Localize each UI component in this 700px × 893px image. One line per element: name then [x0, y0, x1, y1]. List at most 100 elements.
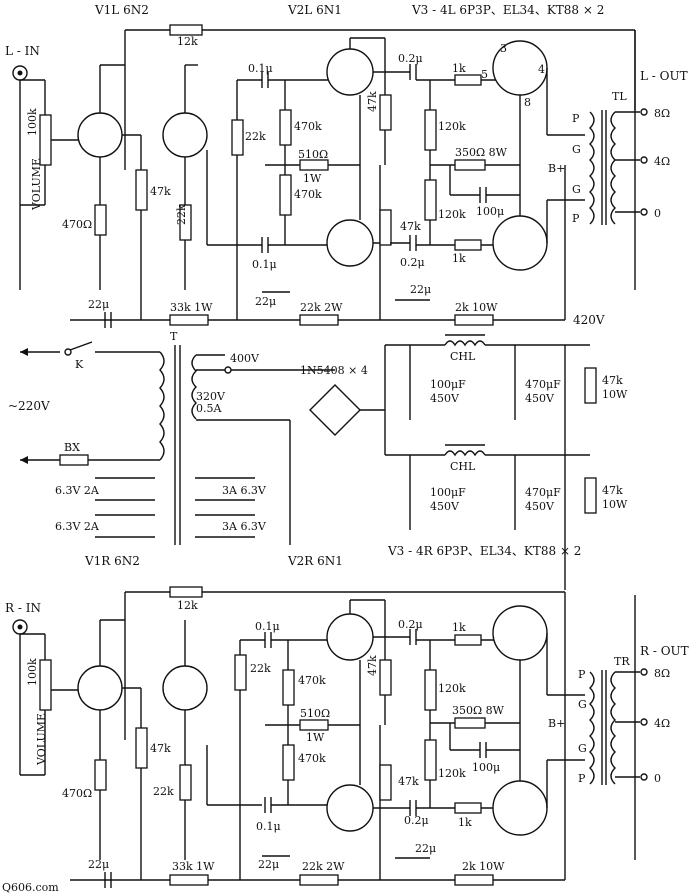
left-pin8: 8 [524, 96, 531, 109]
right-tap8: 8Ω [654, 667, 670, 680]
cap-100-a: 100μF [430, 378, 466, 391]
right-r470k-b: 470k [298, 752, 326, 765]
right-pin-p1: P [578, 668, 586, 681]
left-r22k-b: 22k [245, 130, 266, 143]
right-v2a-tube [326, 613, 374, 661]
left-bplus: B+ [548, 162, 565, 175]
left-r470k-a: 470k [294, 120, 322, 133]
right-c22-c: 22μ [415, 842, 436, 855]
left-r510-w: 1W [303, 172, 322, 185]
cap-470-a: 470μF [525, 378, 561, 391]
right-channel: V1R 6N2 V2R 6N1 V3 - 4R 6P3P、EL34、KT88 ×… [5, 544, 689, 888]
right-pin-g2: G [578, 742, 587, 755]
left-ot-secondary [610, 111, 616, 225]
right-ot-primary [589, 671, 595, 785]
right-tap0: 0 [654, 772, 661, 785]
right-tap4: 4Ω [654, 717, 670, 730]
right-r47k-2: 47k [366, 655, 379, 676]
right-v1-tube [77, 665, 123, 711]
right-r1k-a: 1k [452, 621, 466, 634]
left-pin-g2: G [572, 183, 581, 196]
tap-320v: 320V [196, 390, 226, 403]
left-r510-label: 510Ω [298, 148, 328, 161]
left-r350-label: 350Ω 8W [455, 146, 508, 159]
left-r12k: 12k [177, 35, 198, 48]
fuse-label: BX [64, 441, 80, 454]
right-volume-label: VOLUME [35, 713, 48, 766]
heater-3: 3A 6.3V [222, 484, 267, 497]
right-c22-a: 22μ [88, 858, 109, 871]
tap-05a: 0.5A [196, 402, 222, 415]
left-r120k-a: 120k [438, 120, 466, 133]
left-r1k-a: 1k [452, 62, 466, 75]
right-bplus: B+ [548, 717, 565, 730]
watermark: Q606.com [2, 881, 59, 893]
right-c100u: 100μ [472, 761, 500, 774]
left-r47k-2: 47k [366, 91, 379, 112]
left-tap8: 8Ω [654, 107, 670, 120]
cap-100-b: 100μF [430, 486, 466, 499]
mains-primary [159, 351, 165, 461]
right-r510: 510Ω [300, 707, 330, 720]
left-v1-load [135, 169, 148, 211]
right-c22-b: 22μ [258, 858, 279, 871]
cap-470-b-v: 450V [525, 500, 555, 513]
right-v2-label: V2R 6N1 [287, 554, 343, 568]
left-output-label: L - OUT [640, 69, 688, 83]
right-v2b-tube [326, 784, 374, 832]
right-r47k-1: 47k [150, 742, 171, 755]
left-v2-label: V2L 6N1 [287, 3, 342, 17]
bridge-rectifier [309, 384, 361, 436]
left-pin-p2: P [572, 212, 580, 225]
bleeder-b: 47k [602, 484, 623, 497]
left-pin3: 3 [500, 42, 507, 55]
left-pin-g1: G [572, 143, 581, 156]
left-c02-b: 0.2μ [400, 256, 425, 269]
left-v1b-tube [162, 112, 208, 158]
left-c01-a: 0.1μ [248, 62, 273, 75]
left-c22-c: 22μ [410, 283, 431, 296]
left-r47k-1: 47k [150, 185, 171, 198]
bleeder-a: 47k [602, 374, 623, 387]
right-pin-g1: G [578, 698, 587, 711]
choke-2 [444, 450, 486, 457]
choke-1-label: CHL [450, 350, 476, 363]
choke-1 [444, 340, 486, 347]
heater-4: 3A 6.3V [222, 520, 267, 533]
left-v2b-tube [326, 219, 374, 267]
right-r470: 470Ω [62, 787, 92, 800]
right-v1b-tube [162, 665, 208, 711]
right-pot-value: 100k [26, 658, 39, 686]
right-r120k-b: 120k [438, 767, 466, 780]
left-volume-label: VOLUME [30, 158, 43, 211]
right-ot-secondary [610, 671, 616, 785]
left-c22-b: 22μ [255, 295, 276, 308]
left-r470: 470Ω [62, 218, 92, 231]
right-r120k-a: 120k [438, 682, 466, 695]
right-v3-tube [492, 605, 548, 661]
left-r47k-3: 47k [400, 220, 421, 233]
left-r22k-b-body [231, 119, 244, 156]
left-ot-primary [589, 111, 595, 225]
left-r120k-b: 120k [438, 208, 466, 221]
right-r12k: 12k [177, 599, 198, 612]
right-r510-w: 1W [306, 731, 325, 744]
right-v4-tube [492, 780, 548, 836]
left-r350 [454, 159, 486, 171]
left-r470k-b: 470k [294, 188, 322, 201]
heater-2: 6.3V 2A [55, 520, 100, 533]
left-c01-b: 0.1μ [252, 258, 277, 271]
power-switch [64, 348, 72, 356]
left-tap4: 4Ω [654, 155, 670, 168]
right-r1k-b: 1k [458, 816, 472, 829]
bleeder-b-w: 10W [602, 498, 628, 511]
cap-100-b-v: 450V [430, 500, 460, 513]
fuse [59, 454, 89, 466]
right-r22k2w: 22k 2W [302, 860, 345, 873]
left-cathode-resistor [94, 204, 107, 236]
left-r33k: 33k 1W [170, 301, 213, 314]
left-pot-value: 100k [26, 108, 39, 136]
left-pin-p1: P [572, 112, 580, 125]
cap-100-a-v: 450V [430, 392, 460, 405]
